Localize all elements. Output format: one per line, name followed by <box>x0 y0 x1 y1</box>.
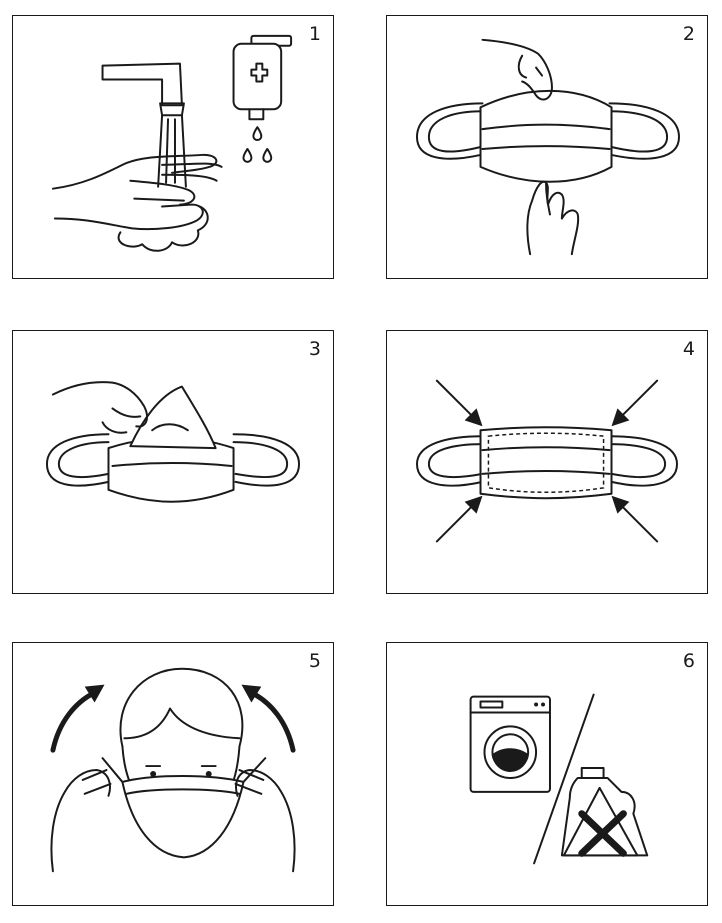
divider-slash <box>533 693 595 865</box>
step-number-6: 6 <box>682 650 695 672</box>
curved-arrow-icon <box>50 684 296 753</box>
washing-machine-icon <box>469 695 551 793</box>
hand-icon <box>51 381 148 434</box>
step-1-illustration <box>51 34 293 252</box>
face-mask-icon <box>415 426 678 500</box>
step-2-illustration <box>415 38 680 256</box>
step-panel-1: 1 <box>12 15 334 279</box>
washing-hands-icon <box>51 153 223 252</box>
step-number-2: 2 <box>682 23 695 45</box>
hand-sanitizer-icon <box>232 34 293 163</box>
hand-icon <box>50 769 296 873</box>
face-mask-icon <box>45 433 301 503</box>
filter-insert-icon <box>129 385 217 450</box>
step-number-5: 5 <box>308 650 321 672</box>
face-mask-icon <box>101 757 267 859</box>
step-4-illustration <box>415 379 678 543</box>
hand-icon-lower <box>526 180 580 256</box>
step-6-illustration <box>469 693 649 865</box>
step-number-4: 4 <box>682 338 695 360</box>
step-3-illustration <box>45 381 301 503</box>
arrow-icon <box>435 379 659 543</box>
step-panel-4: 4 <box>386 330 708 594</box>
step-panel-3: 3 <box>12 330 334 594</box>
step-panel-2: 2 <box>386 15 708 279</box>
step-5-illustration <box>50 667 296 873</box>
face-mask-icon <box>415 89 680 183</box>
cross-icon <box>562 786 639 857</box>
faucet-icon <box>101 62 185 117</box>
step-number-1: 1 <box>308 23 321 45</box>
step-panel-6: 6 <box>386 642 708 906</box>
step-number-3: 3 <box>308 338 321 360</box>
hand-icon <box>481 38 553 101</box>
step-panel-5: 5 <box>12 642 334 906</box>
